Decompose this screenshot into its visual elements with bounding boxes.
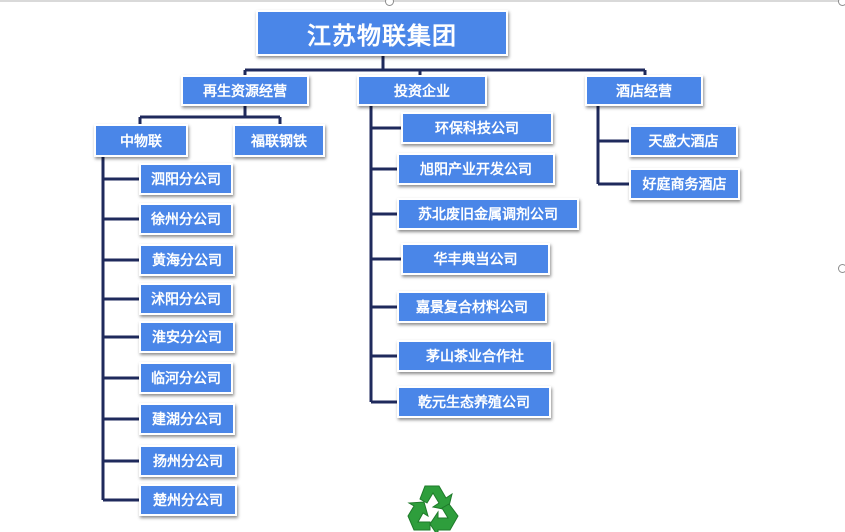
invest-company-label: 苏北废旧金属调剂公司 (418, 207, 558, 223)
resize-handle-top-right[interactable] (838, 0, 845, 6)
top-frame-border (0, 0, 845, 2)
invest-company-box[interactable]: 旭阳产业开发公司 (397, 153, 555, 185)
division-invest-box[interactable]: 投资企业 (357, 75, 487, 106)
division-hotel-label: 酒店经营 (616, 83, 672, 100)
branch-label: 沭阳分公司 (151, 292, 221, 308)
branch-box[interactable]: 建湖分公司 (139, 403, 235, 435)
branch-box[interactable]: 扬州分公司 (139, 445, 237, 477)
group-title-box[interactable]: 江苏物联集团 (256, 10, 508, 56)
branch-label: 淮安分公司 (152, 330, 222, 346)
hotel-label: 天盛大酒店 (648, 134, 719, 150)
invest-company-box[interactable]: 环保科技公司 (401, 112, 553, 144)
branch-label: 临河分公司 (151, 371, 221, 387)
invest-company-label: 乾元生态养殖公司 (418, 395, 530, 411)
division-invest-label: 投资企业 (394, 83, 450, 100)
invest-company-box[interactable]: 嘉景复合材料公司 (397, 291, 547, 323)
branch-label: 扬州分公司 (153, 454, 223, 470)
division-hotel-box[interactable]: 酒店经营 (585, 75, 703, 106)
invest-company-label: 环保科技公司 (435, 121, 519, 137)
fulian-steel-box[interactable]: 福联钢铁 (233, 124, 325, 157)
invest-company-label: 华丰典当公司 (433, 252, 518, 268)
hotel-box[interactable]: 天盛大酒店 (629, 125, 738, 157)
branch-box[interactable]: 黄海分公司 (139, 244, 235, 276)
zhongwulian-label: 中物联 (120, 133, 162, 150)
branch-box[interactable]: 泗阳分公司 (139, 163, 233, 195)
branch-label: 建湖分公司 (152, 412, 222, 428)
resize-handle-top[interactable] (385, 0, 394, 6)
invest-company-label: 嘉景复合材料公司 (416, 300, 528, 316)
resize-handle-right[interactable] (838, 264, 845, 273)
invest-company-box[interactable]: 苏北废旧金属调剂公司 (397, 198, 579, 230)
branch-box[interactable]: 淮安分公司 (139, 321, 235, 353)
branch-label: 徐州分公司 (151, 212, 221, 228)
invest-company-label: 茅山茶业合作社 (426, 349, 524, 365)
branch-box[interactable]: 临河分公司 (139, 362, 233, 394)
division-recycle-label: 再生资源经营 (203, 83, 287, 100)
division-recycle-box[interactable]: 再生资源经营 (181, 75, 309, 106)
invest-company-box[interactable]: 华丰典当公司 (401, 243, 550, 275)
group-title: 江苏物联集团 (307, 21, 457, 50)
invest-company-label: 旭阳产业开发公司 (420, 162, 532, 178)
branch-label: 泗阳分公司 (151, 172, 221, 188)
fulian-steel-label: 福联钢铁 (251, 133, 307, 150)
branch-box[interactable]: 徐州分公司 (139, 203, 233, 235)
branch-box[interactable]: 楚州分公司 (139, 484, 237, 516)
hotel-box[interactable]: 好庭商务酒店 (629, 168, 740, 200)
branch-label: 黄海分公司 (152, 253, 222, 269)
zhongwulian-box[interactable]: 中物联 (94, 124, 188, 157)
hotel-label: 好庭商务酒店 (642, 177, 727, 193)
recycle-icon (407, 485, 459, 532)
invest-company-box[interactable]: 茅山茶业合作社 (397, 340, 553, 372)
invest-company-box[interactable]: 乾元生态养殖公司 (397, 386, 551, 418)
branch-box[interactable]: 沭阳分公司 (139, 283, 233, 315)
branch-label: 楚州分公司 (153, 493, 223, 509)
